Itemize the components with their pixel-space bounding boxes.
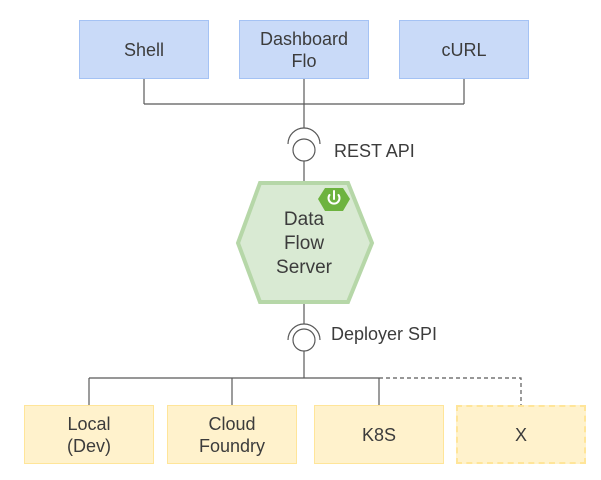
deployer-spi-socket (287, 323, 321, 341)
deployer-k8s: K8S (314, 405, 444, 464)
client-curl-label: cURL (441, 39, 487, 60)
data-flow-server-hexagon (235, 181, 375, 304)
client-shell: Shell (79, 20, 209, 79)
rest-api-label: REST API (334, 141, 415, 161)
client-curl: cURL (399, 20, 529, 79)
power-icon (318, 188, 350, 211)
deployer-local-dev: Local (Dev) (24, 405, 154, 464)
deployer-x: X (456, 405, 586, 464)
deployer-cloud-foundry-label: Cloud Foundry (198, 413, 266, 456)
deployer-spi-label: Deployer SPI (331, 324, 438, 344)
deployer-cloud-foundry: Cloud Foundry (167, 405, 297, 464)
client-shell-label: Shell (123, 39, 165, 60)
rest-api-ball (292, 138, 316, 162)
x-connector-dashed (379, 377, 522, 405)
deployer-spi-ball (292, 328, 316, 352)
client-dashboard-flo: Dashboard Flo (239, 20, 369, 79)
client-dashboard-label: Dashboard Flo (259, 28, 349, 71)
rest-api-socket (287, 127, 321, 145)
deployer-k8s-label: K8S (361, 424, 397, 445)
data-flow-server-label: Data Flow Server (276, 209, 332, 278)
deployer-local-label: Local (Dev) (67, 413, 111, 456)
deployer-x-label: X (514, 424, 527, 445)
